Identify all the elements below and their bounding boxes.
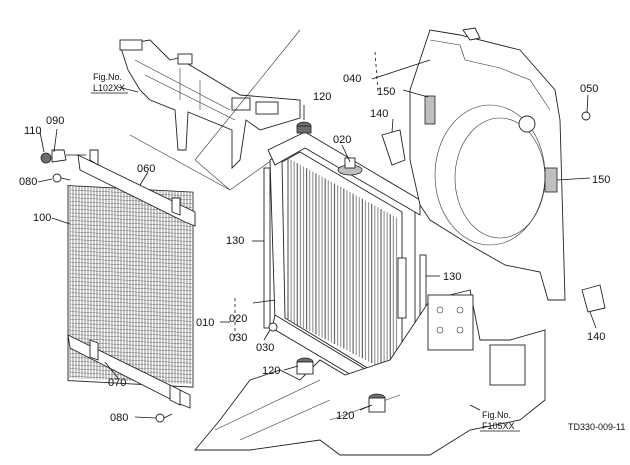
bolt-080-top [52, 173, 71, 183]
label-090: 090 [46, 115, 64, 127]
label-080-top: 080 [19, 176, 37, 188]
label-050: 050 [580, 83, 598, 95]
mount-rubber-120-top [296, 121, 312, 134]
figure-ref-F105XX: Fig.No. F105XX [480, 410, 520, 432]
label-130-right: 130 [443, 271, 461, 283]
radiator [267, 131, 421, 393]
seal-140-bottom [581, 284, 606, 313]
mount-rubber-120-bottom [368, 393, 386, 413]
bolt-050 [581, 111, 591, 121]
bolt-080-bottom [155, 413, 173, 423]
label-070: 070 [108, 377, 126, 389]
label-020-top: 020 [333, 134, 351, 146]
label-140-bottom: 140 [587, 331, 605, 343]
label-150-right: 150 [592, 174, 610, 186]
leader-lines [37, 51, 597, 419]
label-120-bottom: 120 [336, 410, 354, 422]
label-100: 100 [33, 212, 51, 224]
fig-ref-code: F105XX [482, 421, 515, 431]
seal-140-top [381, 129, 406, 166]
condenser-core [67, 185, 194, 388]
label-030-group: 030 [229, 332, 247, 344]
fan-shroud [409, 27, 566, 301]
upper-frame-bracket [119, 39, 301, 170]
label-110: 110 [24, 125, 42, 137]
seal-strip-130-left [263, 167, 271, 329]
label-020-group: 020 [229, 313, 247, 325]
label-140-top: 140 [370, 108, 388, 120]
label-060: 060 [137, 163, 155, 175]
fig-ref-prefix: Fig.No. [482, 410, 511, 420]
label-120-top: 120 [313, 91, 331, 103]
fig-ref-prefix: Fig.No. [93, 72, 122, 82]
label-120-mid: 120 [262, 365, 280, 377]
label-150-top: 150 [377, 86, 395, 98]
label-080-bottom: 080 [110, 412, 128, 424]
bolt-030 [268, 322, 278, 332]
mount-rubber-120-mid [296, 357, 314, 375]
label-040: 040 [343, 73, 361, 85]
label-130-left: 130 [226, 235, 244, 247]
label-010: 010 [196, 317, 214, 329]
fig-ref-code: L102XX [93, 83, 125, 93]
drawing-id: TD330-009-11 [568, 422, 625, 432]
part-label-group: 040 150 140 050 150 120 020 110 090 080 … [19, 73, 610, 424]
figure-ref-L102XX: Fig.No. L102XX [91, 72, 128, 94]
clamp-110-090 [40, 149, 86, 164]
label-030: 030 [256, 342, 274, 354]
lower-frame [194, 289, 546, 456]
